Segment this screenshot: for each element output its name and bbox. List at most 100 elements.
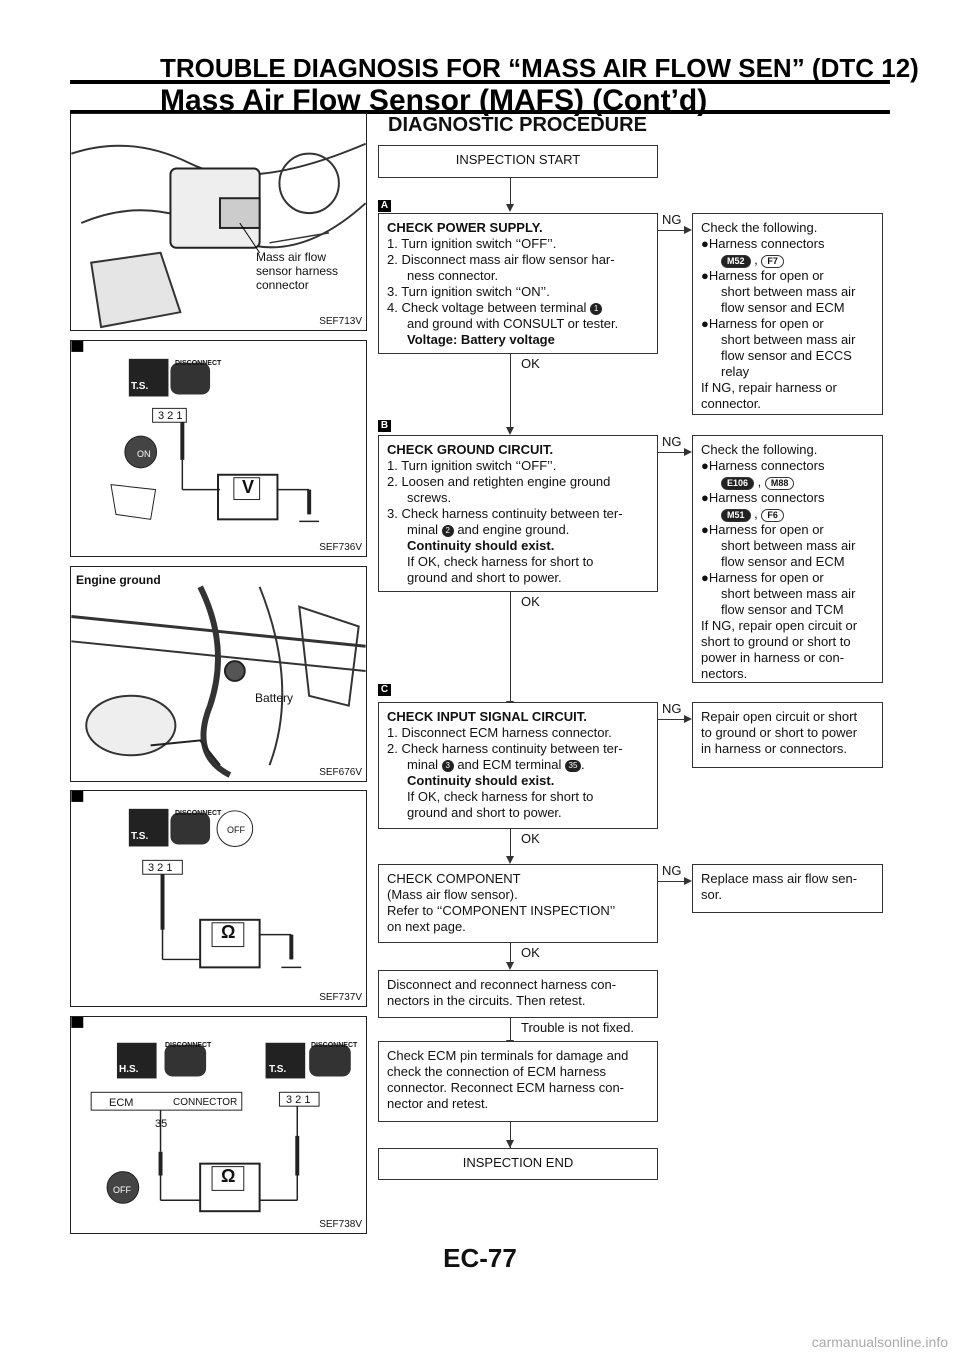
engine-ground-label: Engine ground bbox=[76, 573, 161, 587]
bullet: ● bbox=[701, 490, 709, 505]
ng-line: Check the following. bbox=[701, 442, 818, 457]
ng-text: Harness connectors bbox=[708, 236, 825, 251]
ng-line: M51 , F6 bbox=[701, 506, 874, 522]
step-line: 1. Turn ignition switch ‘‘OFF’’. bbox=[387, 236, 557, 251]
ng-line: flow sensor and TCM bbox=[721, 602, 844, 617]
connector-line bbox=[510, 1122, 511, 1148]
ng-line: short to ground or short to bbox=[701, 634, 851, 649]
step-line: minal 3 and ECM terminal 35. bbox=[387, 757, 649, 773]
ng-text: Harness for open or bbox=[708, 570, 824, 585]
step-line: 1. Disconnect ECM harness connector. bbox=[387, 725, 612, 740]
pin-35: 35 bbox=[155, 1118, 168, 1130]
ok-label: OK bbox=[521, 594, 540, 609]
step-text: and engine ground. bbox=[457, 522, 570, 537]
disconnect-reconnect-box: Disconnect and reconnect harness con- ne… bbox=[378, 970, 658, 1018]
step-line: 3. Check harness continuity between ter- bbox=[387, 506, 623, 521]
ok-label: OK bbox=[521, 831, 540, 846]
ng-box-1: Check the following. ●Harness connectors… bbox=[692, 213, 883, 415]
voltage-check-diagram bbox=[71, 341, 320, 523]
ng-text: Harness for open or bbox=[708, 522, 824, 537]
ng-line: Check the following. bbox=[701, 220, 818, 235]
figure-label: SEF737V bbox=[319, 992, 362, 1003]
step-line: connector. Reconnect ECM harness con- bbox=[387, 1080, 625, 1095]
figure-label: SEF736V bbox=[319, 542, 362, 553]
step-line: Continuity should exist. bbox=[407, 538, 555, 553]
connector-line bbox=[658, 452, 686, 453]
ng-line: connector. bbox=[701, 396, 761, 411]
terminal-2: 2 bbox=[441, 524, 454, 537]
ng-line: If NG, repair open circuit or bbox=[701, 618, 858, 633]
disconnect-tag: DISCONNECT bbox=[165, 1042, 212, 1049]
connector-f6: F6 bbox=[761, 509, 784, 522]
connector-line bbox=[658, 719, 686, 720]
engine-ground-illustration bbox=[71, 585, 366, 778]
step-line: Check ECM pin terminals for damage and bbox=[387, 1048, 629, 1063]
marker-b: B bbox=[378, 420, 391, 432]
ng-line: E106 , M88 bbox=[701, 474, 874, 490]
input-signal-diagram bbox=[71, 1017, 351, 1213]
bullet: ● bbox=[701, 570, 709, 585]
ng-line: ●Harness for open or bbox=[701, 268, 874, 284]
callout-line-2: sensor harness bbox=[256, 264, 339, 278]
figure-label: SEF713V bbox=[319, 316, 362, 327]
connector-m52: M52 bbox=[721, 255, 751, 268]
ignition-off: OFF bbox=[113, 1185, 131, 1195]
step-text: minal bbox=[407, 522, 439, 537]
ng-line: M52 , F7 bbox=[701, 252, 874, 268]
ts-tag: T.S. bbox=[131, 831, 149, 842]
step-line: 2. Disconnect mass air flow sensor har- bbox=[387, 252, 615, 267]
ok-label: OK bbox=[521, 356, 540, 371]
ng-line: ●Harness connectors bbox=[701, 490, 874, 506]
connector-line bbox=[510, 829, 511, 857]
step-text: minal bbox=[407, 757, 439, 772]
step-title: CHECK INPUT SIGNAL CIRCUIT. bbox=[387, 709, 587, 724]
pin-numbers: 3 2 1 bbox=[148, 862, 173, 874]
arrow-right bbox=[684, 715, 692, 723]
ng-line: ●Harness for open or bbox=[701, 570, 874, 586]
inspection-end-text: INSPECTION END bbox=[462, 1155, 574, 1170]
step-line: 4. Check voltage between terminal 1 bbox=[387, 300, 649, 316]
ng-text: Harness connectors bbox=[708, 490, 825, 505]
step-text: 4. Check voltage between terminal bbox=[387, 300, 587, 315]
ng-label: NG bbox=[662, 863, 682, 878]
step-line: ground and short to power. bbox=[407, 570, 562, 585]
inspection-end-box: INSPECTION END bbox=[378, 1148, 658, 1180]
ng-box-3: Repair open circuit or short to ground o… bbox=[692, 702, 883, 768]
step-line: check the connection of ECM harness bbox=[387, 1064, 606, 1079]
ng-line: nectors. bbox=[701, 666, 748, 681]
figure-voltage-check: T.S. DISCONNECT 3 2 1 ON V SEF736V bbox=[70, 340, 367, 557]
check-ecm-pins-box: Check ECM pin terminals for damage and c… bbox=[378, 1041, 658, 1122]
step-line: nector and retest. bbox=[387, 1096, 489, 1111]
arrow-down bbox=[506, 856, 514, 864]
terminal-35: 35 bbox=[565, 759, 581, 772]
arrow-down bbox=[506, 962, 514, 970]
pin-numbers: 3 2 1 bbox=[158, 410, 183, 422]
ng-line: short between mass air bbox=[721, 538, 856, 553]
page-number: EC-77 bbox=[443, 1243, 517, 1273]
ng-line: If NG, repair harness or bbox=[701, 380, 837, 395]
section-title: DIAGNOSTIC PROCEDURE bbox=[388, 114, 647, 136]
terminal-3: 3 bbox=[441, 759, 454, 772]
arrow-down bbox=[506, 204, 514, 212]
step-text: and ECM terminal bbox=[457, 757, 562, 772]
disconnect-tag-2: DISCONNECT bbox=[311, 1042, 358, 1049]
ng-line: power in harness or con- bbox=[701, 650, 845, 665]
ng-text: Harness connectors bbox=[708, 458, 825, 473]
connector-label: CONNECTOR bbox=[173, 1097, 238, 1108]
figure-maf-sensor-photo: Mass air flow sensor harness connector S… bbox=[70, 113, 367, 331]
step-line: ground and short to power. bbox=[407, 805, 562, 820]
ignition-on: ON bbox=[137, 449, 151, 459]
step-line: 2. Loosen and retighten engine ground bbox=[387, 474, 611, 489]
bullet: ● bbox=[701, 236, 709, 251]
arrow-right bbox=[684, 877, 692, 885]
ng-line: short between mass air bbox=[721, 284, 856, 299]
ng-box-4: Replace mass air flow sen- sor. bbox=[692, 864, 883, 913]
step-line: 3. Turn ignition switch ‘‘ON’’. bbox=[387, 284, 550, 299]
step-text: . bbox=[581, 757, 585, 772]
ohmmeter-symbol: Ω bbox=[221, 1166, 236, 1186]
ng-text: Harness for open or bbox=[708, 268, 824, 283]
ts-tag: T.S. bbox=[269, 1064, 287, 1075]
ohmmeter-symbol: Ω bbox=[221, 922, 236, 942]
ng-line: ●Harness connectors bbox=[701, 458, 874, 474]
connector-line bbox=[510, 943, 511, 963]
